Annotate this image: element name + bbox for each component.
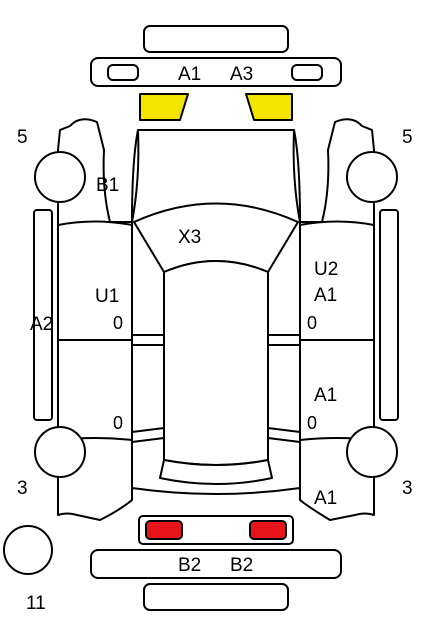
left-c-pillar-top: [131, 427, 165, 433]
label-wheel-rear-left: 3: [17, 478, 28, 499]
label-right-rear-door: A1: [314, 385, 337, 406]
headlight-right: [245, 93, 293, 121]
label-right-rear-quarter: A1: [314, 488, 337, 509]
front-bumper-top: [143, 25, 289, 53]
label-right-front-door-1: U2: [314, 259, 338, 280]
label-wheel-rear-right: 3: [402, 478, 413, 499]
mark-right-rear-door: 0: [307, 413, 317, 433]
front-bumper: [90, 57, 342, 87]
spare-tire: [3, 525, 53, 575]
fog-lamp-left: [107, 64, 139, 81]
fog-lamp-right: [291, 64, 323, 81]
label-rear-bumper-right: B2: [230, 555, 253, 576]
left-front-door-top: [57, 220, 133, 226]
taillight-left: [145, 520, 183, 540]
right-c-pillar-top: [267, 427, 301, 433]
label-rear-bumper-left: B2: [178, 555, 201, 576]
roof: [163, 260, 269, 466]
mark-right-front-door: 0: [307, 313, 317, 333]
headlight-left: [139, 93, 189, 121]
wheel-rear-left: [34, 426, 86, 478]
label-roof: X3: [178, 227, 201, 248]
mark-left-front-door: 0: [113, 313, 123, 333]
mark-left-rear-door: 0: [113, 413, 123, 433]
rear-bumper: [90, 549, 342, 579]
rear-bumper-bottom: [143, 583, 289, 611]
wheel-front-left: [34, 151, 86, 203]
label-right-front-door-2: A1: [314, 285, 337, 306]
wheel-front-right: [346, 151, 398, 203]
left-side-sill: [33, 209, 53, 421]
label-spare-tire: 11: [26, 593, 46, 614]
label-left-front-fender: B1: [96, 175, 119, 196]
label-front-bumper-right: A3: [230, 64, 253, 85]
hood-line-left: [131, 129, 140, 223]
left-c-pillar-bottom: [131, 437, 165, 443]
label-wheel-front-right: 5: [402, 127, 413, 148]
label-wheel-front-left: 5: [17, 127, 28, 148]
right-c-pillar-bottom: [267, 437, 301, 443]
label-front-bumper-left: A1: [178, 64, 201, 85]
wheel-rear-right: [346, 426, 398, 478]
right-side-sill: [379, 209, 399, 421]
taillight-right: [249, 520, 287, 540]
right-front-door-top: [299, 220, 375, 226]
hood-line-right: [292, 129, 301, 223]
rear-window: [159, 459, 273, 485]
label-left-side-sill: A2: [30, 314, 53, 335]
label-left-front-door: U1: [95, 286, 119, 307]
